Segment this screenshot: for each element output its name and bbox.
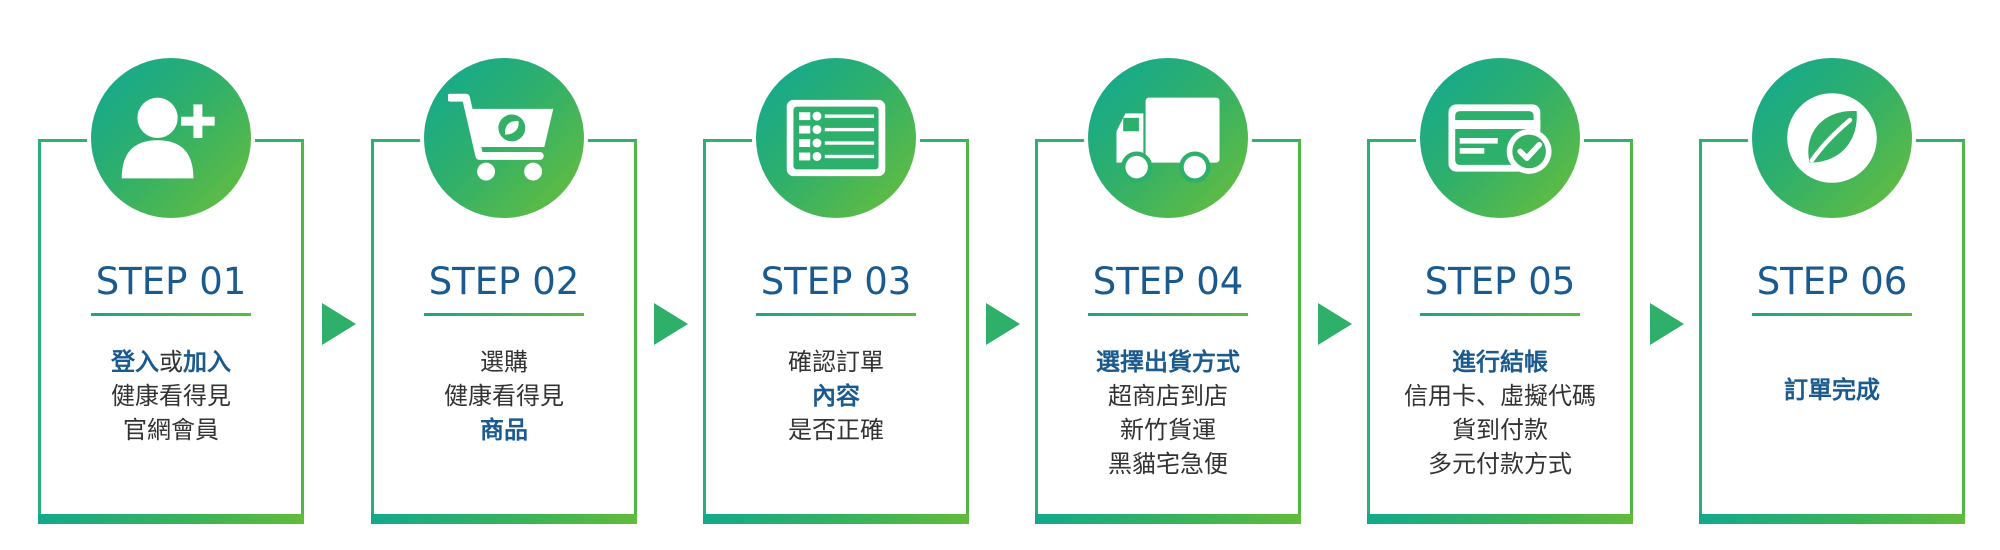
- title-underline: [1752, 313, 1912, 316]
- step-description: 選購健康看得見商品: [371, 345, 637, 447]
- step-icon-circle: [1088, 58, 1248, 218]
- next-arrow-icon: [986, 303, 1020, 345]
- highlight-text: 商品: [480, 416, 528, 444]
- checklist-icon: [786, 99, 886, 177]
- step-icon-circle: [91, 58, 251, 218]
- step-title: STEP 02: [428, 260, 580, 303]
- step-title: STEP 01: [95, 260, 247, 303]
- description-line: 黑貓宅急便: [1035, 447, 1301, 481]
- next-arrow-icon: [1650, 303, 1684, 345]
- step-card-4: STEP 04 選擇出貨方式超商店到店新竹貨運黑貓宅急便: [1035, 55, 1301, 524]
- step-card-1: STEP 01 登入或加入健康看得見官網會員: [38, 55, 304, 524]
- step-description: 進行結帳信用卡、虛擬代碼貨到付款多元付款方式: [1367, 345, 1633, 481]
- add-user-icon: [121, 97, 215, 179]
- title-underline: [756, 313, 916, 316]
- description-line: 選購: [371, 345, 637, 379]
- description-line: 健康看得見: [38, 379, 304, 413]
- description-text: 健康看得見: [111, 382, 231, 410]
- description-line: 健康看得見: [371, 379, 637, 413]
- title-underline: [91, 313, 251, 316]
- highlight-text: 登入: [111, 348, 159, 376]
- step-card-6: STEP 06 訂單完成: [1699, 55, 1965, 524]
- description-text: 信用卡、虛擬代碼: [1404, 382, 1596, 410]
- description-text: 健康看得見: [444, 382, 564, 410]
- description-text: 選購: [480, 348, 528, 376]
- step-icon-circle: [424, 58, 584, 218]
- step-card-5: STEP 05 進行結帳信用卡、虛擬代碼貨到付款多元付款方式: [1367, 55, 1633, 524]
- description-text: 超商店到店: [1108, 382, 1228, 410]
- step-icon-circle: [756, 58, 916, 218]
- description-line: 選擇出貨方式: [1035, 345, 1301, 379]
- step-description: 選擇出貨方式超商店到店新竹貨運黑貓宅急便: [1035, 345, 1301, 481]
- step-card-3: STEP 03 確認訂單內容是否正確: [703, 55, 969, 524]
- description-text: 官網會員: [123, 416, 219, 444]
- step-title: STEP 03: [760, 260, 912, 303]
- title-underline: [424, 313, 584, 316]
- description-line: 進行結帳: [1367, 345, 1633, 379]
- description-line: 確認訂單: [703, 345, 969, 379]
- payment-card-check-icon: [1448, 104, 1552, 174]
- highlight-text: 內容: [812, 382, 860, 410]
- description-line: 新竹貨運: [1035, 413, 1301, 447]
- description-text: 黑貓宅急便: [1108, 450, 1228, 478]
- description-text: 確認訂單: [788, 348, 884, 376]
- step-title: STEP 06: [1756, 260, 1908, 303]
- highlight-text: 加入: [183, 348, 231, 376]
- description-text: 多元付款方式: [1428, 450, 1572, 478]
- title-underline: [1420, 313, 1580, 316]
- shopping-cart-icon: [448, 93, 554, 181]
- description-line: 商品: [371, 413, 637, 447]
- description-line: 官網會員: [38, 413, 304, 447]
- step-description: 登入或加入健康看得見官網會員: [38, 345, 304, 447]
- description-line: 貨到付款: [1367, 413, 1633, 447]
- step-description: 確認訂單內容是否正確: [703, 345, 969, 447]
- step-icon-circle: [1420, 58, 1580, 218]
- step-description: 訂單完成: [1699, 373, 1965, 407]
- description-line: 多元付款方式: [1367, 447, 1633, 481]
- step-icon-circle: [1752, 58, 1912, 218]
- description-line: 訂單完成: [1699, 373, 1965, 407]
- description-text: 貨到付款: [1452, 416, 1548, 444]
- leaf-logo-icon: [1787, 93, 1877, 183]
- highlight-text: 進行結帳: [1452, 348, 1548, 376]
- highlight-text: 訂單完成: [1784, 376, 1880, 404]
- next-arrow-icon: [654, 303, 688, 345]
- highlight-text: 選擇出貨方式: [1096, 348, 1240, 376]
- description-line: 內容: [703, 379, 969, 413]
- description-line: 登入或加入: [38, 345, 304, 379]
- description-text: 新竹貨運: [1120, 416, 1216, 444]
- description-line: 信用卡、虛擬代碼: [1367, 379, 1633, 413]
- description-line: 超商店到店: [1035, 379, 1301, 413]
- description-text: 是否正確: [788, 416, 884, 444]
- description-text: 或: [159, 348, 183, 376]
- step-title: STEP 04: [1092, 260, 1244, 303]
- step-card-2: STEP 02 選購健康看得見商品: [371, 55, 637, 524]
- step-title: STEP 05: [1424, 260, 1576, 303]
- next-arrow-icon: [1318, 303, 1352, 345]
- title-underline: [1088, 313, 1248, 316]
- delivery-truck-icon: [1116, 97, 1220, 183]
- next-arrow-icon: [322, 303, 356, 345]
- description-line: 是否正確: [703, 413, 969, 447]
